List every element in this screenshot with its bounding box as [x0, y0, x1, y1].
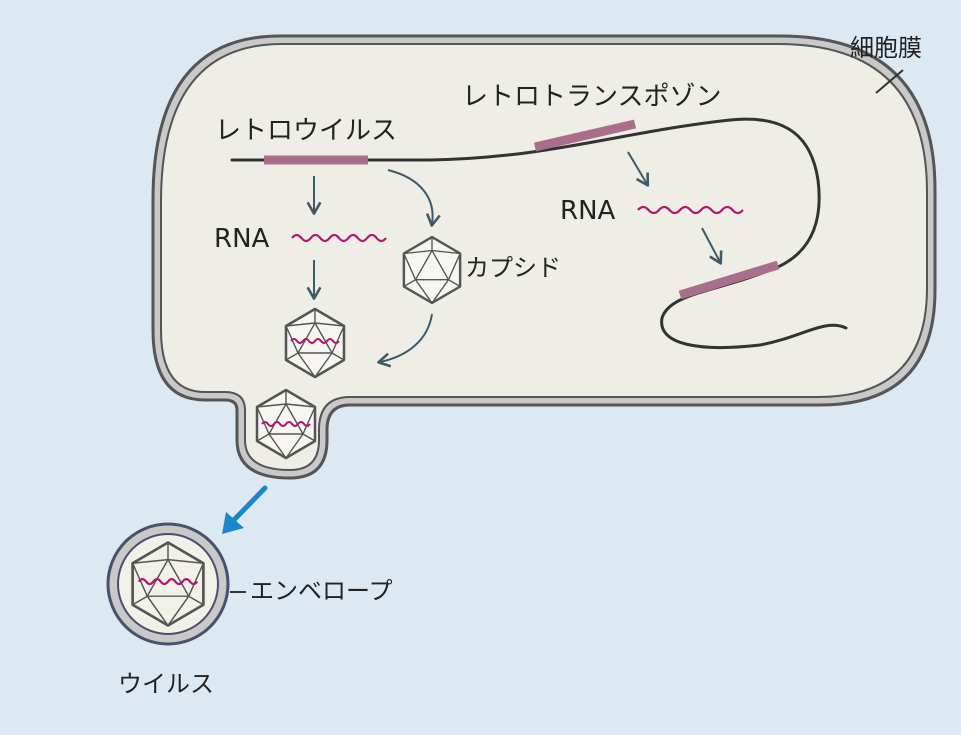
arrow-capsid-to-assembly: [377, 313, 433, 368]
budding-virion-icon: [255, 388, 317, 460]
arrow-reinsertion: [701, 227, 723, 265]
retrotransposon-insert-segment: [678, 260, 780, 300]
virus-label: ウイルス: [118, 670, 214, 698]
rna-label-left: RNA: [214, 224, 270, 254]
release-arrowhead: [222, 512, 244, 534]
rna-wave-right: [637, 205, 744, 215]
capsid-icon: [402, 235, 462, 305]
envelope-label: エンベロープ: [250, 577, 393, 605]
retrovirus-label: レトロウイルス: [215, 116, 398, 146]
rna-label-right: RNA: [560, 196, 616, 226]
enveloped-virus-icon: [106, 522, 230, 646]
cell-interior: [160, 43, 928, 472]
rna-wave-left: [291, 233, 387, 243]
virion-icon: [284, 307, 346, 379]
retrotransposon-label: レトロトランスポゾン: [462, 82, 722, 112]
cell-membrane-label: 細胞膜: [850, 34, 922, 62]
retrotransposon-segment: [533, 119, 637, 152]
capsid-label: カプシド: [465, 254, 561, 282]
dna-strand: [230, 117, 848, 350]
membrane-label-leader: [875, 69, 904, 94]
arrow-transcription-right: [627, 151, 650, 187]
release-arrow: [227, 485, 268, 527]
arrow-to-capsid: [387, 169, 441, 227]
